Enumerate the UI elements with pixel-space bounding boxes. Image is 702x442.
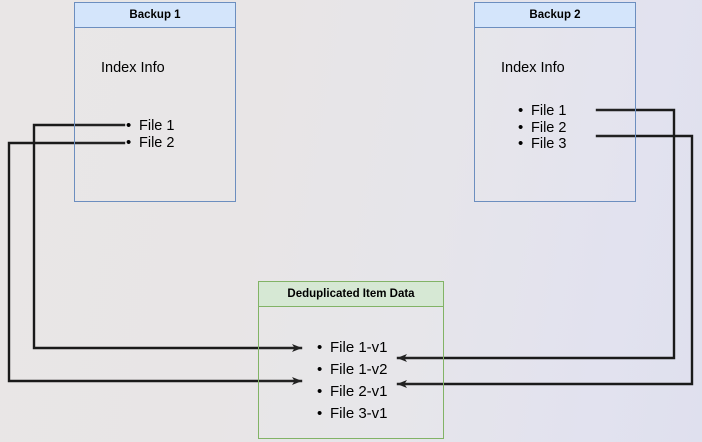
node-backup-2[interactable]: Backup 2 Index Info File 1 File 2 File 3	[474, 2, 636, 202]
node-deduplicated-item-data[interactable]: Deduplicated Item Data File 1-v1 File 1-…	[258, 281, 444, 439]
backup-2-index-info-label: Index Info	[501, 60, 565, 76]
node-backup-2-body: Index Info File 1 File 2 File 3	[475, 28, 635, 201]
list-item: File 2-v1	[317, 381, 387, 403]
node-backup-1[interactable]: Backup 1 Index Info File 1 File 2	[74, 2, 236, 202]
list-item: File 2	[126, 135, 175, 152]
backup-1-file-list: File 1 File 2	[125, 118, 175, 152]
list-item: File 3-v1	[317, 403, 387, 425]
node-backup-1-title: Backup 1	[75, 3, 235, 28]
list-item: File 3	[518, 136, 567, 153]
list-item: File 1	[518, 103, 567, 120]
list-item: File 1	[126, 118, 175, 135]
backup-2-file-list: File 1 File 2 File 3	[517, 103, 567, 153]
list-item: File 2	[518, 120, 567, 137]
node-backup-1-body: Index Info File 1 File 2	[75, 28, 235, 201]
node-backup-2-title: Backup 2	[475, 3, 635, 28]
list-item: File 1-v2	[317, 359, 387, 381]
dedup-item-list: File 1-v1 File 1-v2 File 2-v1 File 3-v1	[316, 337, 387, 425]
node-dedup-title: Deduplicated Item Data	[259, 282, 443, 307]
backup-1-index-info-label: Index Info	[101, 60, 165, 76]
list-item: File 1-v1	[317, 337, 387, 359]
node-dedup-body: File 1-v1 File 1-v2 File 2-v1 File 3-v1	[259, 307, 443, 438]
